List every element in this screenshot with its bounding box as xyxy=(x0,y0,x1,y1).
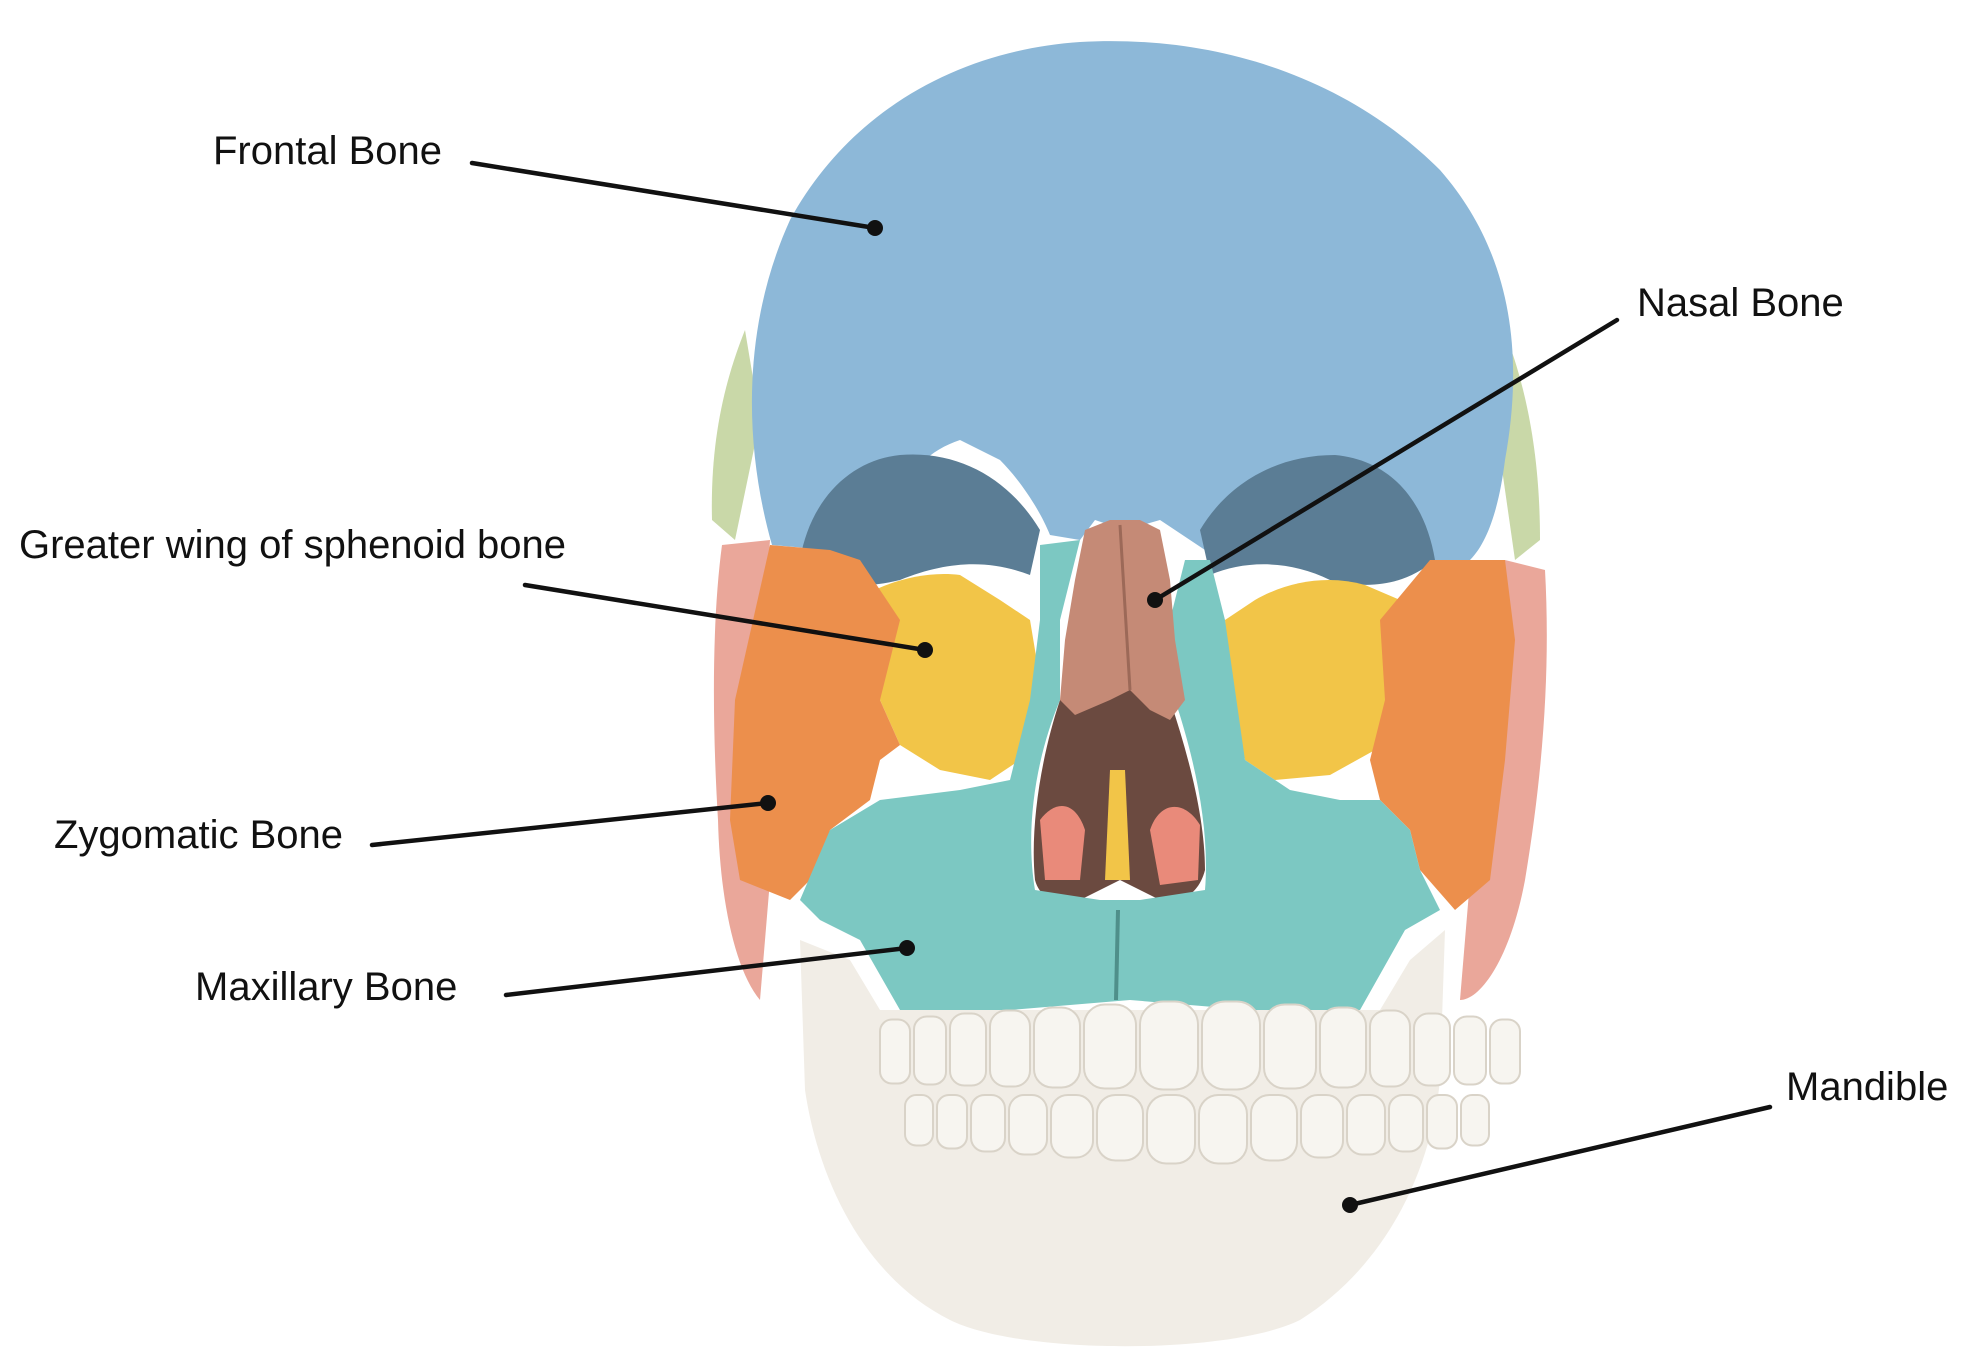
greater-wing-leader-dot xyxy=(917,642,933,658)
mandible-leader-dot xyxy=(1342,1197,1358,1213)
nasal-leader-dot xyxy=(1147,592,1163,608)
zygomatic-leader-dot xyxy=(760,795,776,811)
greater-wing-leader-line xyxy=(525,585,925,650)
maxillary-leader-dot xyxy=(899,940,915,956)
frontal-leader-dot xyxy=(867,220,883,236)
zygomatic-leader-line xyxy=(372,803,768,845)
nasal-leader-line xyxy=(1155,320,1617,600)
mandible-label: Mandible xyxy=(1786,1067,1948,1107)
zygomatic-bone-label: Zygomatic Bone xyxy=(54,815,343,855)
mandible-leader-line xyxy=(1350,1107,1770,1205)
maxillary-leader-line xyxy=(506,948,907,995)
maxillary-bone-label: Maxillary Bone xyxy=(195,967,457,1007)
greater-wing-sphenoid-label: Greater wing of sphenoid bone xyxy=(19,525,566,565)
frontal-bone-label: Frontal Bone xyxy=(213,131,442,171)
frontal-leader-line xyxy=(472,163,875,228)
nasal-bone-label: Nasal Bone xyxy=(1637,283,1844,323)
